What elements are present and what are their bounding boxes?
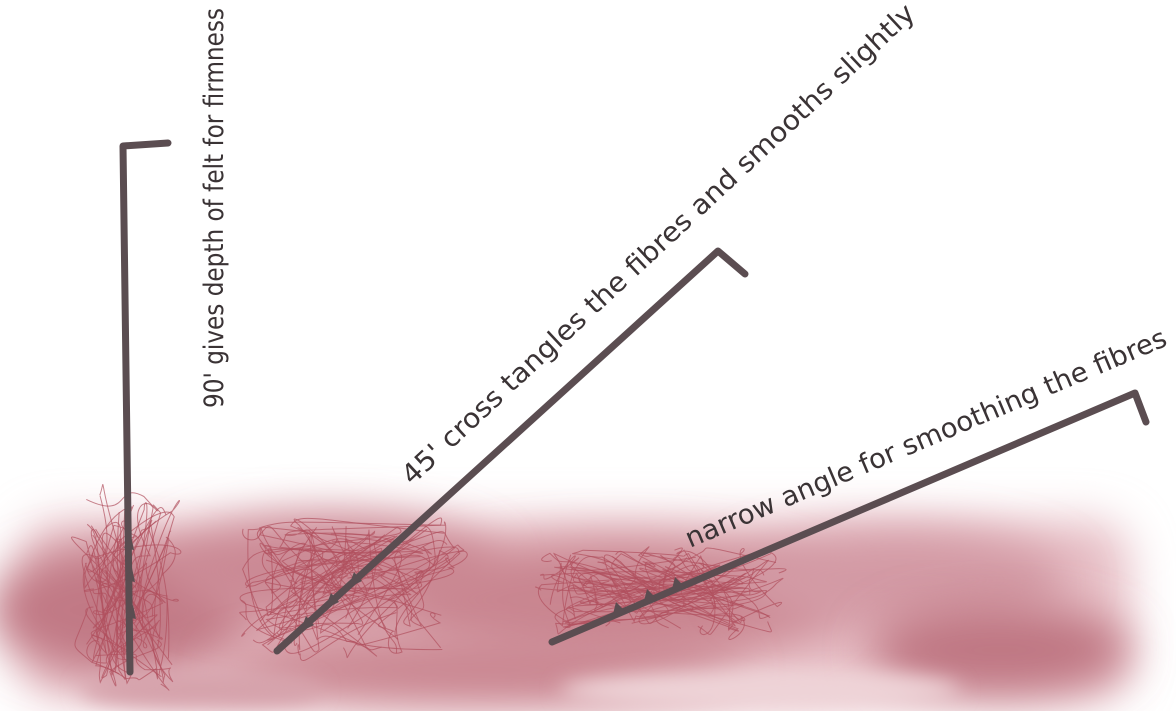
label-90-degrees: 90' gives depth of felt for firmness bbox=[199, 8, 230, 408]
label-narrow-angle: narrow angle for smoothing the fibres bbox=[681, 323, 1172, 555]
label-45-degrees: 45' cross tangles the fibres and smooths… bbox=[396, 0, 922, 491]
